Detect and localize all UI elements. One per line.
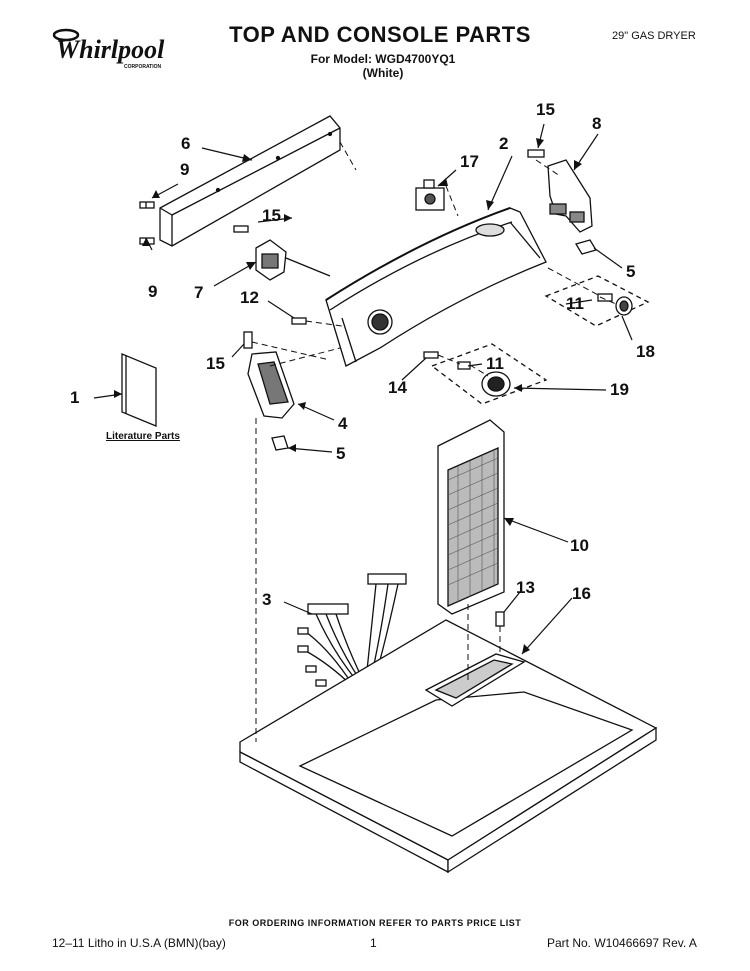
callout-15-mid: 15	[262, 206, 281, 225]
screw-part-15-left	[243, 331, 253, 349]
screw-part-9-top	[139, 201, 155, 209]
screw-part-13	[495, 611, 505, 627]
litho-info: 12–11 Litho in U.S.A (BMN)(bay)	[52, 936, 226, 950]
callout-10: 10	[570, 536, 589, 555]
screw-part-12	[291, 317, 307, 325]
dryer-type: 29" GAS DRYER	[612, 30, 696, 42]
callout-6: 6	[181, 134, 191, 153]
callout-17: 17	[460, 152, 479, 171]
end-cap-part-8	[547, 159, 593, 233]
brand-subtitle: CORPORATION	[124, 64, 162, 70]
callout-15-left: 15	[206, 354, 225, 373]
knob-group-part-19	[430, 343, 548, 405]
rear-panel-part-6	[159, 115, 341, 247]
lint-screen-part-10	[437, 419, 505, 615]
clip-part-5-bottom	[271, 435, 289, 451]
top-panel-part-16	[239, 619, 658, 874]
callout-1: 1	[70, 388, 80, 407]
page-number: 1	[370, 936, 377, 950]
knob-part-19	[481, 371, 511, 397]
spring-part-11-right	[597, 293, 613, 302]
bracket-part-7	[255, 239, 331, 281]
part-number: Part No. W10466697 Rev. A	[547, 936, 697, 950]
callout-15-top: 15	[536, 100, 555, 119]
knob-part-18	[615, 296, 633, 316]
switch-part-17	[415, 179, 445, 211]
ordering-info: FOR ORDERING INFORMATION REFER TO PARTS …	[228, 918, 522, 928]
literature-part-1	[121, 353, 157, 427]
literature-parts-label: Literature Parts	[106, 431, 180, 442]
whirlpool-logo: Whirlpool CORPORATION	[52, 28, 165, 70]
callout-9-bottom: 9	[148, 282, 158, 301]
callout-11-left: 11	[486, 354, 504, 373]
callout-5-bottom: 5	[336, 444, 346, 463]
screw-part-15-top	[527, 149, 545, 158]
callout-19: 19	[610, 380, 629, 399]
model-number: For Model: WGD4700YQ1	[310, 52, 456, 66]
screw-part-15-mid	[233, 225, 249, 233]
callout-16: 16	[572, 584, 591, 603]
callout-4: 4	[338, 414, 348, 433]
callout-5-top: 5	[626, 262, 636, 281]
knob-group-part-18	[544, 275, 650, 327]
callout-12: 12	[240, 288, 259, 307]
callout-2: 2	[499, 134, 509, 153]
callout-3: 3	[262, 590, 272, 609]
callout-8: 8	[592, 114, 602, 133]
callout-11-right: 11	[566, 294, 584, 313]
brand-name: Whirlpool	[56, 35, 165, 64]
screw-part-14	[423, 351, 439, 359]
model-color: (White)	[362, 66, 404, 80]
callout-13: 13	[516, 578, 535, 597]
page-title: TOP AND CONSOLE PARTS	[229, 22, 531, 47]
callout-18: 18	[636, 342, 655, 361]
callout-9-top: 9	[180, 160, 190, 179]
callout-7: 7	[194, 283, 204, 302]
end-cap-part-4	[247, 351, 295, 419]
console-part-2	[325, 207, 547, 367]
clip-part-5-top	[575, 239, 597, 255]
callout-14: 14	[388, 378, 407, 397]
